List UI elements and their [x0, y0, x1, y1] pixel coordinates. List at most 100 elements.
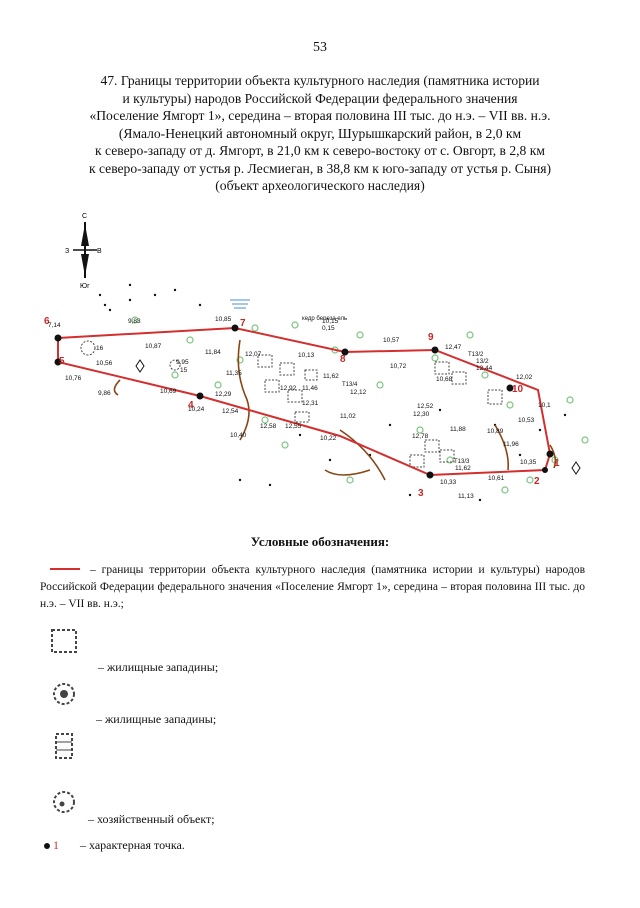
water-icon [230, 299, 250, 309]
title-line: к северо-западу от д. Ямгорт, в 21,0 км … [95, 143, 545, 158]
point-dot-icon [44, 843, 50, 850]
svg-text:11,88: 11,88 [450, 426, 466, 433]
tree-symbols [131, 316, 589, 494]
compass-east-label: В [97, 248, 102, 255]
boundary-point-7 [231, 324, 239, 332]
characteristic-point-sample: 1 [44, 838, 59, 853]
title-line: (объект археологического наследия) [215, 178, 425, 193]
svg-text:10,40: 10,40 [230, 432, 247, 439]
svg-text:10,61: 10,61 [488, 475, 505, 482]
boundary-point-8 [341, 348, 349, 356]
svg-text:11,02: 11,02 [340, 413, 356, 420]
svg-text:13/2: 13/2 [476, 358, 489, 365]
legend-boundary-text: – границы территории объекта культурного… [40, 564, 585, 610]
svg-text:10,15: 10,15 [322, 318, 339, 325]
boundary-point-10 [506, 384, 514, 392]
svg-text:12,31: 12,31 [302, 400, 319, 407]
boundary-point-6 [54, 334, 62, 342]
svg-text:12,29: 12,29 [215, 391, 232, 398]
site-boundary-line [57, 326, 552, 477]
svg-text:10,24: 10,24 [188, 406, 205, 413]
survey-marker-label: T13/2 [468, 352, 484, 358]
compass-rose-icon: С З В Юг [65, 213, 102, 290]
compass-north-label: С [82, 213, 87, 220]
svg-text:10,57: 10,57 [383, 337, 400, 344]
svg-text:10,69: 10,69 [160, 388, 177, 395]
survey-dots [98, 283, 567, 502]
compass-south-label: Юг [80, 283, 90, 290]
title-line: к северо-западу от устья р. Лесмиеган, в… [88, 160, 552, 176]
vegetation-label: кедр береза ель [302, 316, 347, 322]
point-number: 1 [53, 838, 59, 852]
legend-label-household: – хозяйственный объект; [88, 812, 215, 826]
svg-text:12,54: 12,54 [222, 408, 239, 415]
survey-marker-label: T13/4 [342, 382, 358, 388]
svg-text:0,15: 0,15 [322, 325, 335, 332]
household-objects [135, 359, 581, 475]
dwelling-depressions [80, 340, 503, 468]
svg-text:15: 15 [180, 367, 188, 374]
svg-text:12,92: 12,92 [280, 385, 297, 392]
svg-text:11,84: 11,84 [205, 349, 221, 356]
site-map: С З В Юг [44, 213, 589, 502]
boundary-point-label: 4 [188, 400, 194, 411]
svg-text:10,89: 10,89 [487, 428, 504, 435]
svg-text:16: 16 [96, 345, 104, 352]
boundary-points [54, 324, 554, 479]
svg-text:10,72: 10,72 [390, 363, 407, 370]
dwelling-depression-round-icon [53, 683, 75, 705]
compass-west-label: З [65, 248, 69, 255]
boundary-point-label: 6 [44, 316, 50, 327]
svg-text:10,85: 10,85 [215, 316, 232, 323]
legend-label-point: – характерная точка. [80, 838, 185, 852]
dwelling-depression-square-icon [51, 629, 77, 653]
svg-text:10,35: 10,35 [520, 459, 537, 466]
boundary-point-2 [542, 467, 548, 473]
svg-text:11,46: 11,46 [302, 385, 318, 392]
svg-text:12,07: 12,07 [245, 351, 262, 358]
boundary-point-label: 5 [59, 356, 65, 367]
svg-text:12,12: 12,12 [350, 389, 367, 396]
boundary-point-label: 10 [512, 384, 524, 395]
title-line: и культуры) народов Российской Федерации… [122, 90, 518, 106]
document-title: 47. Границы территории объекта культурно… [30, 72, 610, 195]
svg-text:12,58: 12,58 [260, 423, 277, 430]
svg-text:11,35: 11,35 [226, 370, 242, 377]
svg-text:10,68: 10,68 [436, 376, 453, 383]
svg-text:10,33: 10,33 [440, 479, 457, 486]
svg-text:10,76: 10,76 [65, 375, 82, 382]
boundary-point-label: 8 [340, 354, 346, 365]
boundary-point-label: 9 [428, 332, 434, 343]
boundary-point-label: 2 [534, 476, 540, 487]
svg-text:12,44: 12,44 [476, 365, 493, 372]
title-line: 47. Границы территории объекта культурно… [100, 73, 540, 88]
svg-text:11,62: 11,62 [455, 465, 471, 472]
svg-text:12,78: 12,78 [412, 433, 429, 440]
legend-label-dwelling: – жилищные западины; [98, 660, 219, 674]
dwelling-depression-rect-icon [55, 733, 73, 759]
svg-text:9,95: 9,95 [176, 359, 189, 366]
boundary-point-label: 7 [240, 318, 246, 329]
title-line: (Ямало-Ненецкий автономный округ, Шурышк… [118, 125, 522, 141]
boundary-point-label: 3 [418, 488, 424, 499]
svg-text:11,96: 11,96 [503, 441, 519, 448]
svg-text:12,55: 12,55 [285, 423, 302, 430]
svg-text:10,56: 10,56 [96, 360, 113, 367]
svg-text:10,1: 10,1 [538, 402, 551, 409]
legend-label-dwelling: – жилищные западины; [96, 712, 217, 726]
svg-text:12,30: 12,30 [413, 411, 430, 418]
survey-marker-label: T13/3 [454, 459, 470, 465]
page-number: 53 [313, 40, 327, 55]
boundary-point-4 [196, 392, 204, 400]
svg-text:12,52: 12,52 [417, 403, 434, 410]
boundary-point-9 [431, 346, 439, 354]
svg-text:10,53: 10,53 [518, 417, 535, 424]
svg-text:10,87: 10,87 [145, 343, 162, 350]
svg-text:11,13: 11,13 [458, 493, 474, 500]
boundary-line-sample [50, 568, 80, 570]
boundary-point-5 [54, 358, 62, 366]
boundary-point-label: 1 [554, 458, 560, 469]
svg-text:9,83: 9,83 [128, 318, 141, 325]
legend-heading: Условные обозначения: [250, 534, 390, 549]
household-object-icon [53, 791, 75, 813]
